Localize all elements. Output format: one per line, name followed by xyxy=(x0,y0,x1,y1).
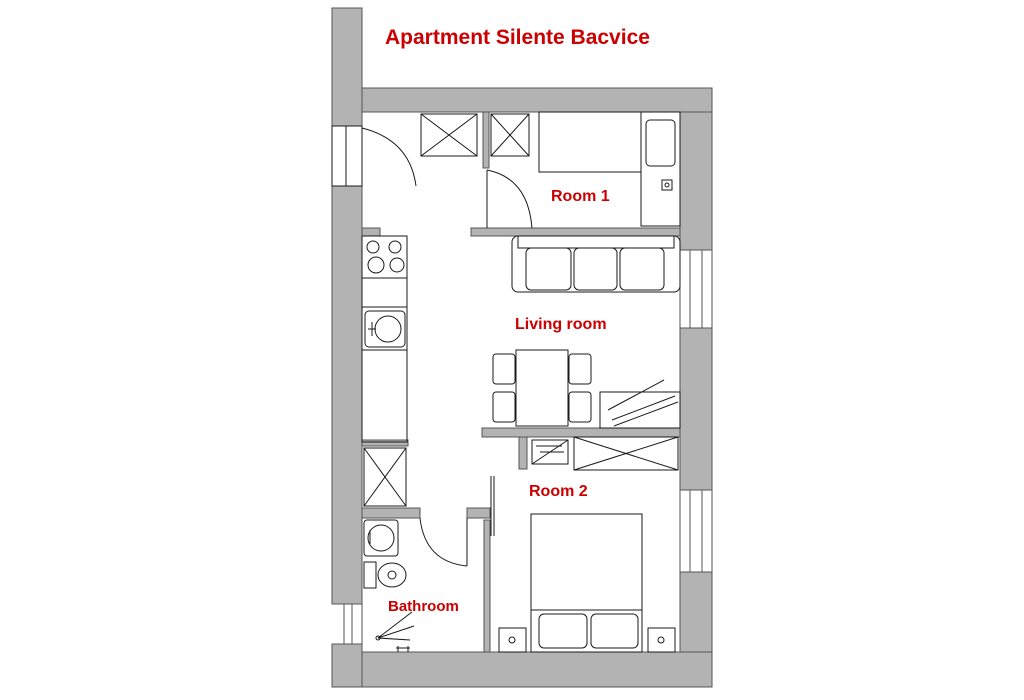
entry-door xyxy=(331,125,417,187)
room-label-living-room: Living room xyxy=(515,316,607,333)
room-label-bathroom: Bathroom xyxy=(388,598,459,615)
room-label-room1: Room 1 xyxy=(551,188,610,205)
room1-door xyxy=(486,169,533,229)
dining-table xyxy=(492,349,592,427)
bathroom-fixtures xyxy=(363,447,468,652)
kitchen-counter xyxy=(361,235,408,443)
tv-unit xyxy=(599,379,681,429)
hall-wardrobe xyxy=(420,113,530,157)
room2-door xyxy=(490,476,495,536)
room-label-room2: Room 2 xyxy=(529,483,588,500)
room2-wardrobe xyxy=(531,436,679,471)
sofa xyxy=(511,235,681,293)
exterior-walls xyxy=(331,7,713,688)
double-bed xyxy=(498,513,676,653)
windows xyxy=(343,249,713,645)
plan-title: Apartment Silente Bacvice xyxy=(385,26,650,49)
interior-walls xyxy=(361,111,681,653)
room1-bed xyxy=(538,111,681,227)
